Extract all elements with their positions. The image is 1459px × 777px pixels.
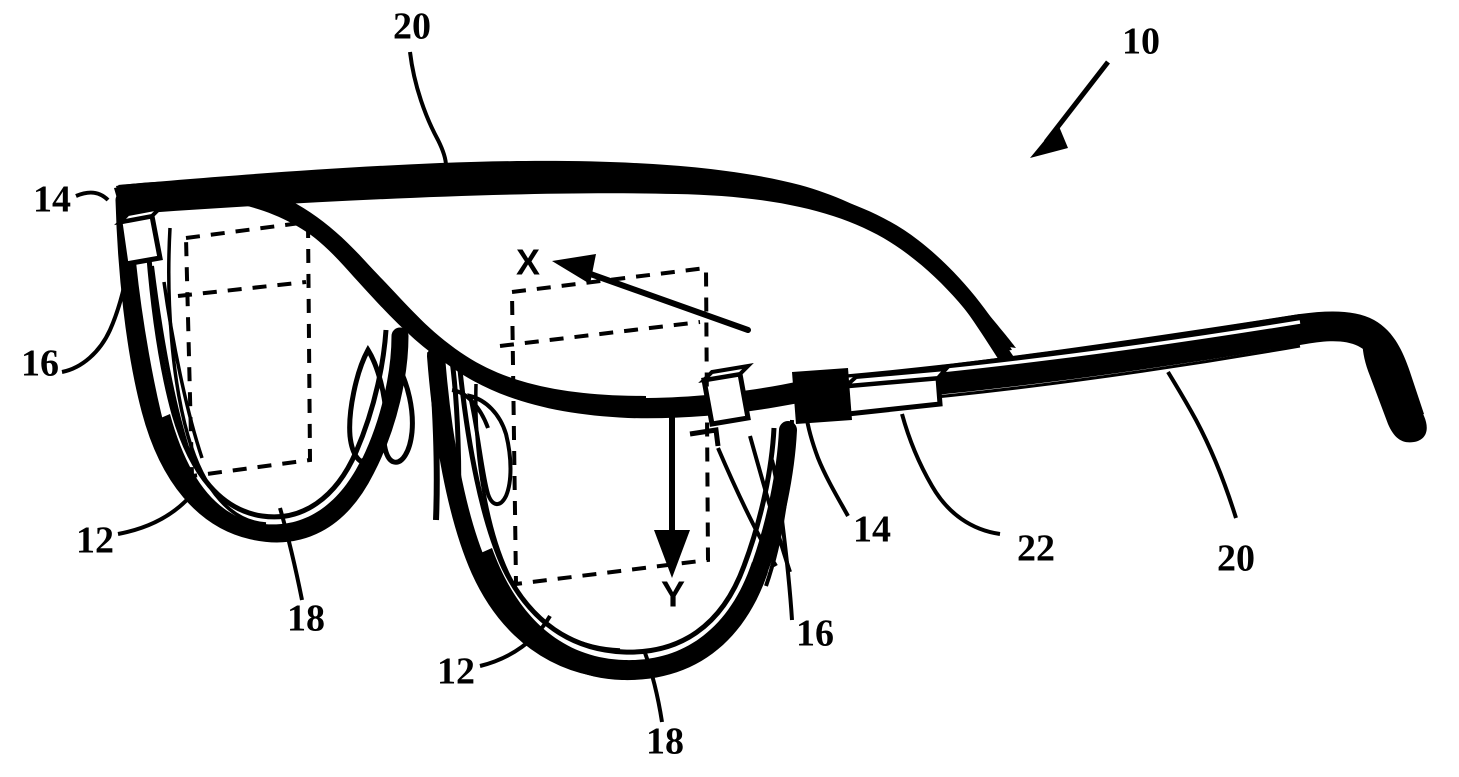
- coupling-bracket-right: [689, 427, 721, 447]
- display-region-18-left: [177, 219, 313, 479]
- right-lens-inner-curl: [467, 393, 513, 506]
- nose-bridge-pad-right: [381, 360, 415, 465]
- display-region-18-right-outline: [509, 265, 711, 587]
- frame-brow-bar-upper: [114, 181, 646, 409]
- axis-y-arrow: [654, 413, 690, 578]
- far-temple-arm-tip-shadow: [950, 282, 1028, 374]
- leader-14-right: [804, 413, 850, 517]
- ref-numeral-18-right: 18: [646, 721, 684, 763]
- near-temple-arm-20: [804, 311, 1424, 422]
- ref-numeral-14-left: 14: [33, 179, 71, 221]
- ref-numeral-10: 10: [1122, 21, 1160, 63]
- ref-numeral-12-right: 12: [437, 651, 475, 693]
- right-lens-rim-shadow-lower: [474, 548, 768, 681]
- axis-x-arrowhead: [552, 254, 596, 284]
- ref-numeral-20-top: 20: [393, 6, 431, 48]
- ref-numeral-16-right: 16: [796, 613, 834, 655]
- axis-x-shaft: [565, 263, 751, 333]
- waveguide-coupling-16-left-3: [162, 281, 204, 459]
- axis-x-label: X: [516, 242, 540, 283]
- display-region-18-left-outline: [183, 219, 313, 479]
- waveguide-coupling-16-right: [716, 447, 778, 568]
- projector-module-14-right-top: [698, 363, 754, 383]
- right-lens-rim-inner: [457, 369, 777, 655]
- left-lens-rim-shadow-lower: [156, 414, 374, 541]
- display-region-18-right: [499, 265, 711, 587]
- left-lens-rim-inner: [143, 215, 389, 520]
- leader-22: [900, 413, 1001, 536]
- ref-numeral-20-right: 20: [1217, 538, 1255, 580]
- leader-20-right: [1166, 370, 1238, 519]
- hinge-housing-22-group: [792, 366, 951, 424]
- projector-module-14-left: [117, 213, 163, 267]
- far-temple-arm-20: [118, 160, 1016, 348]
- display-region-18-right-midline: [499, 320, 701, 348]
- ref-numeral-12-left: 12: [76, 520, 114, 562]
- display-region-18-left-midline: [177, 280, 307, 298]
- projector-module-14-right: [701, 371, 751, 427]
- waveguide-coupling-16-left-2: [150, 265, 190, 451]
- nose-bridge-pad-left: [347, 345, 389, 466]
- leader-12-right: [479, 614, 552, 668]
- ref-numeral-16-left: 16: [21, 343, 59, 385]
- leader-10-arrowhead: [1030, 124, 1068, 158]
- waveguide-coupling-16-left: [132, 261, 168, 441]
- projector-module-14-right-group: [689, 363, 754, 447]
- axis-y-arrowhead: [654, 530, 690, 578]
- axis-y-label: Y: [661, 574, 685, 615]
- projector-module-14-left-top: [114, 204, 166, 226]
- leader-20-top: [408, 51, 448, 167]
- frame-endpiece-right: [792, 368, 852, 424]
- right-lens-rim-outer-highlight: [764, 419, 794, 587]
- projector-module-14-left-group: [114, 204, 204, 459]
- leader-16-left: [61, 267, 130, 374]
- leader-12-left: [117, 490, 196, 536]
- ref-numeral-22: 22: [1017, 528, 1055, 570]
- axis-x-arrow: [552, 254, 751, 333]
- hinge-housing-top-face: [840, 366, 951, 389]
- leader-18-left: [278, 507, 304, 601]
- leader-18-right: [642, 649, 664, 723]
- leader-16-right: [770, 459, 794, 621]
- left-lens-surface-contour: [167, 227, 267, 526]
- ref-numeral-14-right: 14: [853, 509, 891, 551]
- leader-lines: [61, 51, 1238, 723]
- left-lens-rim-group: [115, 191, 409, 543]
- leader-14-left: [75, 190, 110, 202]
- ref-numeral-18-left: 18: [287, 598, 325, 640]
- lens-surface-contours: [167, 227, 621, 652]
- right-lens-rim-group: [427, 347, 797, 681]
- near-temple-tip: [1362, 322, 1427, 443]
- right-lens-inner-curl-2: [451, 388, 490, 429]
